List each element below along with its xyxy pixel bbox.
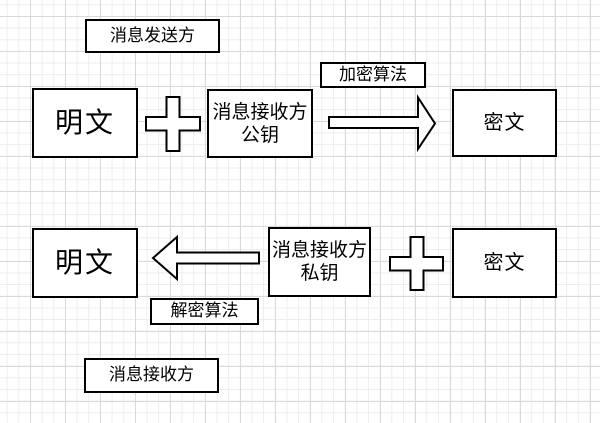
ciphertext-box-decrypt[interactable]: 密文: [452, 228, 557, 298]
plaintext-box-encrypt[interactable]: 明文: [32, 88, 138, 158]
public-key-line1: 消息接收方: [212, 101, 308, 123]
plaintext-text: 明文: [54, 107, 115, 139]
plaintext-text: 明文: [54, 247, 115, 279]
plus-icon[interactable]: [145, 96, 201, 152]
private-key-line1: 消息接收方: [271, 240, 367, 261]
decrypt-algorithm-label[interactable]: 解密算法: [150, 298, 259, 325]
encrypt-algorithm-label[interactable]: 加密算法: [320, 62, 426, 88]
decrypt-algorithm-text: 解密算法: [170, 301, 239, 321]
plus-icon[interactable]: [389, 236, 444, 291]
ciphertext-text: 密文: [483, 112, 526, 134]
ciphertext-text: 密文: [483, 252, 526, 274]
ciphertext-box-encrypt[interactable]: 密文: [452, 89, 557, 157]
sender-section-label-text: 消息发送方: [110, 25, 195, 45]
encrypt-algorithm-text: 加密算法: [339, 64, 407, 84]
public-key-line2: 公钥: [240, 124, 279, 146]
arrow-left-icon[interactable]: [151, 234, 260, 282]
plaintext-box-decrypt[interactable]: 明文: [32, 228, 138, 298]
arrow-right-icon[interactable]: [328, 94, 437, 153]
receiver-section-label-text: 消息接收方: [109, 365, 194, 385]
sender-section-label[interactable]: 消息发送方: [85, 19, 220, 53]
public-key-box[interactable]: 消息接收方 公钥: [207, 89, 313, 158]
private-key-line2: 私钥: [300, 263, 339, 284]
private-key-box[interactable]: 消息接收方 私钥: [268, 227, 371, 297]
receiver-section-label[interactable]: 消息接收方: [84, 358, 219, 393]
